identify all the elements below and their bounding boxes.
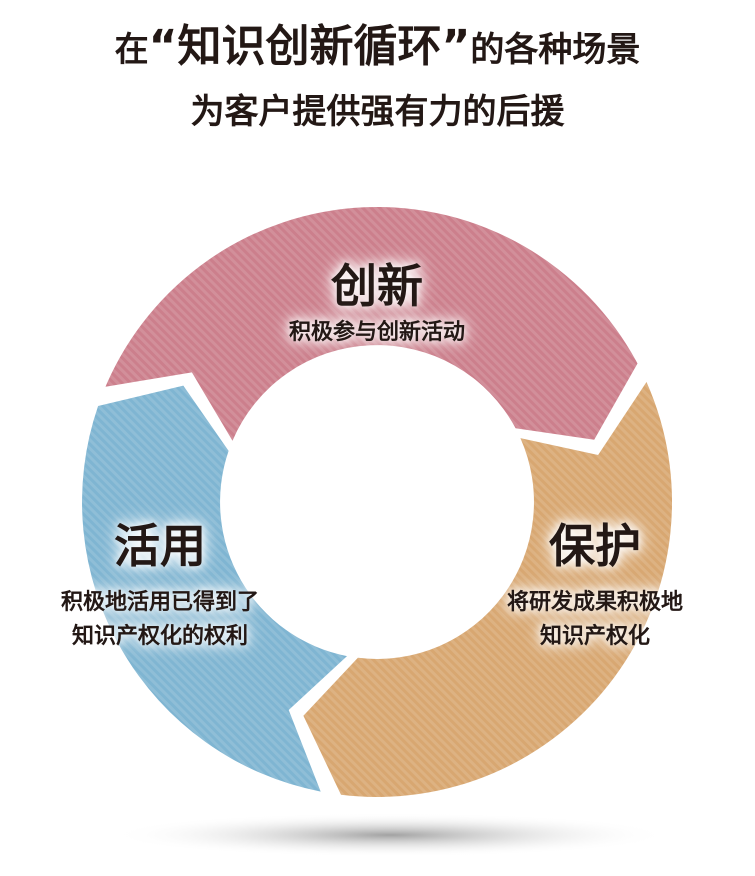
headline: 在“知识创新循环”的各种场景 (0, 10, 755, 74)
subheadline: 为客户提供强有力的后援 (190, 92, 565, 132)
headline-prefix: 在 (114, 30, 149, 70)
protection-desc-line2: 知识产权化 (539, 624, 650, 649)
utilization-desc-line1: 积极地活用已得到了 (60, 590, 259, 615)
headline-highlight: “知识创新循环” (148, 21, 471, 72)
innovation-title: 创新 (331, 259, 423, 313)
segment-protection: 保护 将研发成果积极地 知识产权化 (460, 510, 730, 654)
protection-title: 保护 (549, 519, 641, 573)
innovation-arrow-texture (105, 207, 638, 441)
protection-desc-line1: 将研发成果积极地 (506, 590, 683, 615)
utilization-arrow-texture (82, 385, 348, 792)
protection-arrow-texture (303, 382, 673, 798)
segment-utilization: 活用 积极地活用已得到了 知识产权化的权利 (20, 510, 300, 654)
utilization-title: 活用 (114, 519, 206, 573)
segment-innovation: 创新 积极参与创新活动 (227, 250, 527, 350)
ground-shadow (110, 813, 670, 857)
headline-suffix: 的各种场景 (470, 30, 641, 70)
utilization-desc-line2: 知识产权化的权利 (71, 624, 248, 649)
innovation-desc: 积极参与创新活动 (288, 320, 465, 345)
